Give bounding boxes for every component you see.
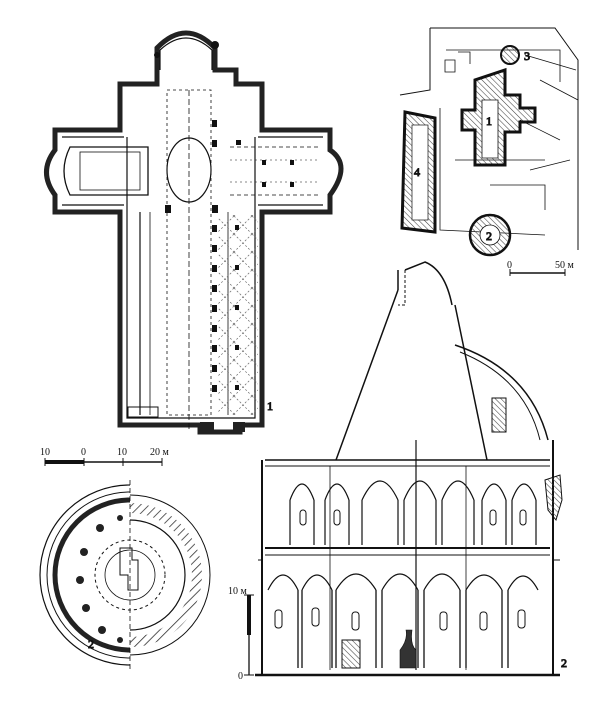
- section-scale-bar: 10 м 0: [228, 586, 254, 682]
- site-tower: [500, 45, 520, 65]
- site-plan: 1 3 2 4: [399, 27, 579, 257]
- site-label-1: 1: [486, 114, 492, 128]
- scale-tick-10: 10: [117, 447, 127, 458]
- figure-2-plan-label: 2: [88, 637, 94, 651]
- section-scale-10: 10 м: [228, 586, 248, 597]
- scale-tick-10-left: 10: [40, 447, 50, 458]
- cathedral-plan: 1: [44, 30, 344, 435]
- section-cone: [335, 289, 488, 461]
- baptistery-plan: 2: [39, 480, 211, 670]
- lower-arcade: [267, 573, 539, 591]
- site-label-2: 2: [486, 229, 492, 243]
- scale-tick-0: 0: [81, 447, 86, 458]
- site-label-4: 4: [414, 165, 420, 179]
- cathedral-outline: [44, 30, 344, 435]
- site-scale-bar: 0 50 м: [507, 260, 575, 276]
- nave-piers: [154, 41, 294, 392]
- scale-tick-20: 20 м: [150, 447, 170, 458]
- site-cathedral: [460, 67, 537, 167]
- cathedral-scale-bar: 10 0 10 20 м: [40, 447, 170, 466]
- section-outer-dome: [454, 344, 549, 441]
- figure-1-label: 1: [267, 399, 273, 413]
- site-scale-0: 0: [507, 260, 512, 271]
- upper-arcade: [289, 480, 537, 501]
- site-label-3: 3: [524, 49, 530, 63]
- site-scale-50: 50 м: [555, 260, 575, 271]
- section-scale-0: 0: [238, 671, 243, 682]
- baptistery-section: 2: [255, 261, 568, 677]
- figure-2-section-label: 2: [561, 656, 567, 670]
